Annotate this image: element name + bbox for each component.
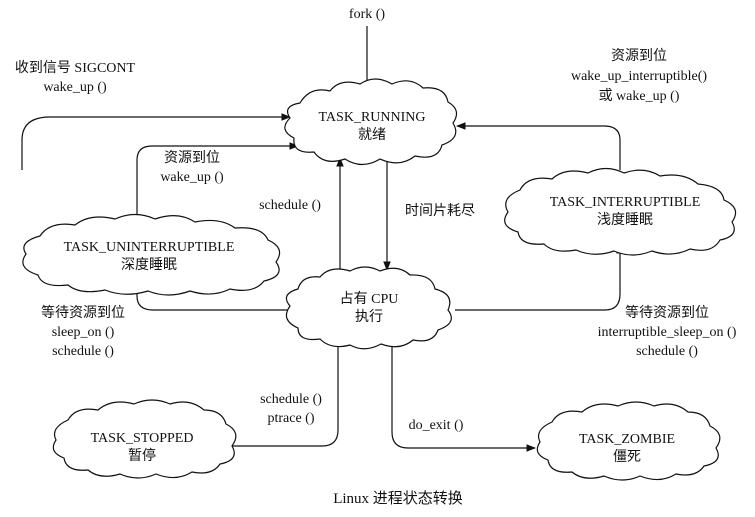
state-interruptible-name: TASK_INTERRUPTIBLE [550, 195, 701, 210]
state-running-cloud [284, 78, 458, 166]
edge-wait-interruptible-label-3: schedule () [636, 344, 698, 359]
figure-caption: Linux 进程状态转换 [333, 490, 463, 507]
edge-exit-arrow [391, 340, 536, 452]
state-cpu-cloud [285, 266, 452, 350]
state-zombie-cloud [536, 401, 721, 481]
state-uninterruptible: TASK_UNINTERRUPTIBLE 深度睡眠 [22, 213, 281, 296]
edge-wait-interruptible-label-2: interruptible_sleep_on () [598, 325, 737, 340]
edge-timeslice-label: 时间片耗尽 [405, 203, 475, 219]
state-uninterruptible-sub: 深度睡眠 [121, 257, 177, 273]
edge-uninterruptible-wakeup-arrow [136, 142, 299, 215]
edge-fork-label: fork () [349, 7, 385, 22]
edge-wait-uninterruptible-label-2: sleep_on () [52, 325, 115, 340]
edge-interruptible-sleep-on-arrow [455, 244, 624, 311]
edge-sigcont-label-2: wake_up () [43, 80, 107, 95]
edge-schedule-label: schedule () [259, 198, 321, 213]
state-cpu-sub: 执行 [355, 309, 383, 325]
state-interruptible-cloud [504, 167, 737, 256]
edge-interruptible-wakeup-arrow [456, 122, 621, 170]
state-zombie-name: TASK_ZOMBIE [579, 432, 675, 447]
state-interruptible-sub: 浅度睡眠 [597, 212, 653, 228]
edge-wait-interruptible-label-1: 等待资源到位 [625, 304, 709, 321]
edge-stop-arrow [218, 340, 339, 450]
edge-stop-label-2: ptrace () [267, 411, 314, 426]
state-stopped: TASK_STOPPED 暂停 [52, 399, 237, 479]
edge-sigcont-arrow [21, 113, 291, 170]
edge-stop-label-1: schedule () [260, 392, 322, 407]
state-cpu: 占有 CPU 执行 [285, 266, 452, 350]
edge-wait-uninterruptible-label-3: schedule () [52, 344, 114, 359]
state-uninterruptible-name: TASK_UNINTERRUPTIBLE [64, 240, 235, 255]
edge-resource-uninterruptible-label-2: wake_up () [160, 170, 224, 185]
state-uninterruptible-cloud [22, 213, 281, 296]
state-cpu-name: 占有 CPU [340, 291, 399, 307]
state-running-sub: 就绪 [358, 127, 386, 143]
state-stopped-cloud [52, 399, 237, 479]
state-running: TASK_RUNNING 就绪 [284, 78, 458, 166]
edge-wait-uninterruptible-label-1: 等待资源到位 [41, 304, 125, 321]
state-running-name: TASK_RUNNING [319, 110, 426, 125]
state-interruptible: TASK_INTERRUPTIBLE 浅度睡眠 [504, 167, 737, 256]
state-stopped-sub: 暂停 [128, 447, 156, 464]
edge-resource-uninterruptible-label-1: 资源到位 [164, 150, 220, 166]
edge-resource-interruptible-label-1: 资源到位 [611, 48, 667, 64]
edge-sleep-on-arrow [133, 281, 290, 311]
edge-sigcont-label-1: 收到信号 SIGCONT [15, 60, 136, 76]
edge-resource-interruptible-label-2: wake_up_interruptible() [571, 69, 707, 84]
state-zombie-sub: 僵死 [613, 449, 641, 465]
state-zombie: TASK_ZOMBIE 僵死 [536, 401, 721, 481]
edge-resource-interruptible-label-3: 或 wake_up () [599, 88, 680, 104]
state-stopped-name: TASK_STOPPED [91, 431, 194, 446]
edge-exit-label: do_exit () [409, 418, 464, 433]
